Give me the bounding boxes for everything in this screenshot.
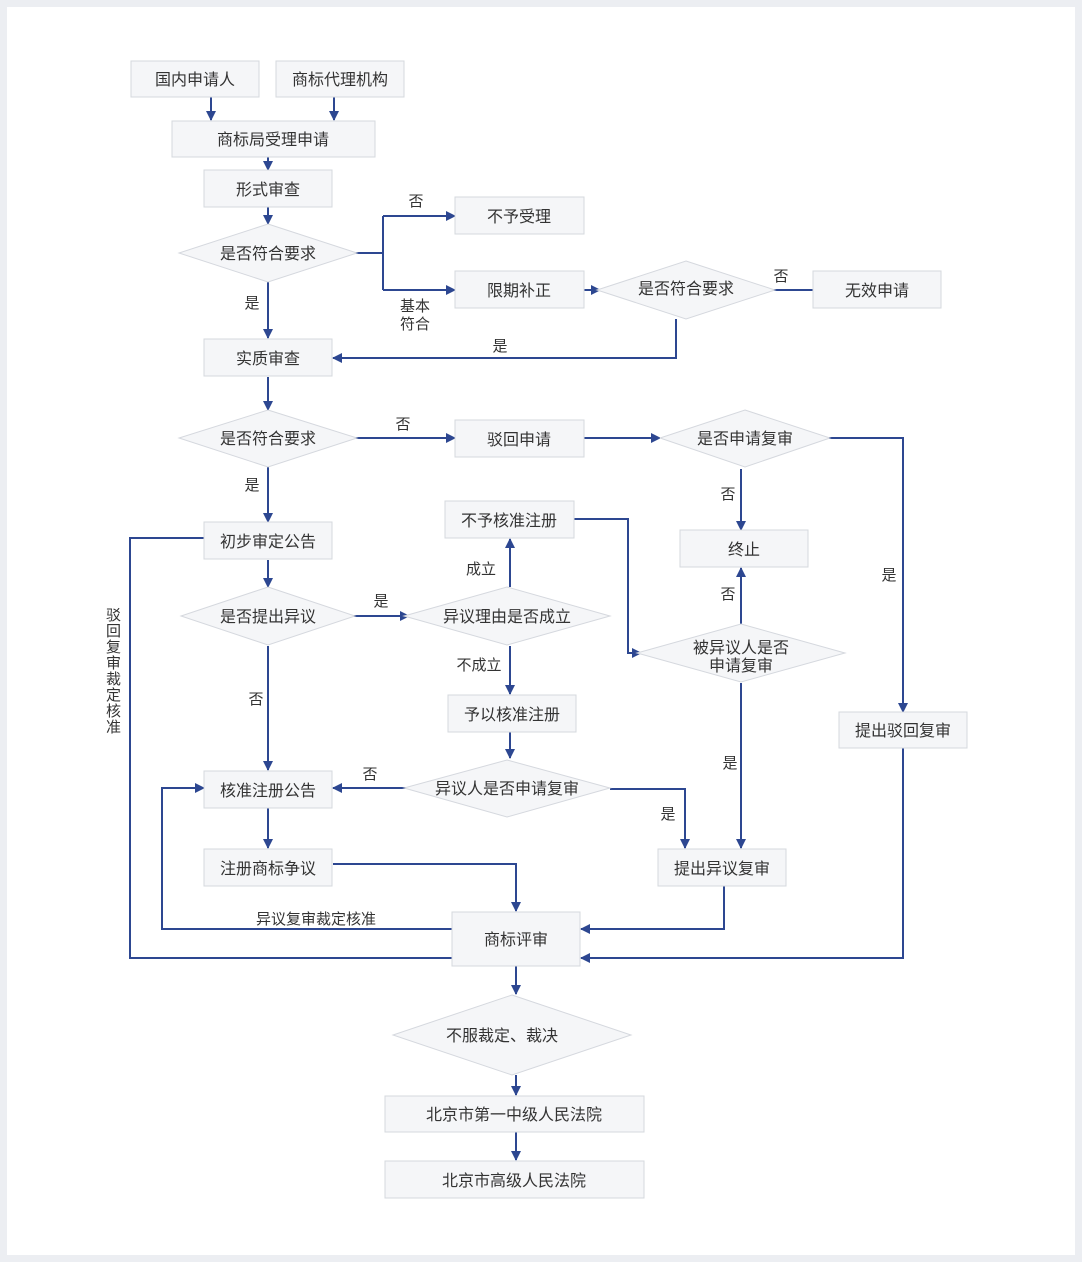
node-label: 提出驳回复审 <box>855 721 951 740</box>
edge-label-no: 否 <box>395 415 410 433</box>
edge-q2-to-substantive <box>332 319 677 363</box>
decision-label: 是否符合要求 <box>220 244 316 263</box>
node-label: 不予受理 <box>487 207 551 226</box>
edge-label-yes: 是 <box>373 592 388 610</box>
node-label: 初步审定公告 <box>220 532 316 551</box>
edge-label-rejection-review-decision: 驳回复审裁定核准 <box>104 607 122 735</box>
edge-not-approved-to-opposed-q <box>574 518 642 658</box>
edge-rejection-review-to-trab <box>580 748 904 963</box>
decision-opposed-party-review: 被异议人是否 申请复审 <box>635 623 847 683</box>
edge-label-yes: 是 <box>492 337 507 355</box>
node-office-accept: 商标局受理申请 <box>171 120 376 158</box>
trademark-process-flowchart: 国内申请人 商标代理机构 商标局受理申请 形式审查 是否符合要求 不予受理 限期… <box>104 60 968 1199</box>
node-label: 商标代理机构 <box>292 70 388 89</box>
decision-label: 异议理由是否成立 <box>443 607 571 626</box>
node-label: 提出异议复审 <box>674 859 770 878</box>
edge-label-yes: 是 <box>244 476 259 494</box>
decision-label: 是否提出异议 <box>220 607 316 626</box>
node-label: 北京市高级人民法院 <box>442 1171 586 1190</box>
edge-label-established: 成立 <box>466 560 496 578</box>
node-terminate: 终止 <box>679 529 809 568</box>
node-label: 限期补正 <box>487 281 551 300</box>
node-trademark-agency: 商标代理机构 <box>275 60 405 98</box>
node-substantive-exam: 实质审查 <box>203 338 333 377</box>
node-label: 实质审查 <box>236 349 300 368</box>
node-registration-dispute: 注册商标争议 <box>203 848 333 887</box>
node-label: 无效申请 <box>845 281 909 300</box>
edge-opposition-review-to-trab <box>580 886 725 934</box>
edge-label-no: 否 <box>408 192 423 210</box>
decision-meets-requirements-1: 是否符合要求 <box>177 223 359 283</box>
edge-dispute-to-trab <box>333 863 521 912</box>
decision-apply-review: 是否申请复审 <box>658 409 832 468</box>
edge-label-yes: 是 <box>660 805 675 823</box>
node-trab-review: 商标评审 <box>451 911 581 967</box>
edge-label-no: 否 <box>248 690 263 708</box>
edge-label-no: 否 <box>773 267 788 285</box>
decision-label: 是否符合要求 <box>638 279 734 298</box>
decision-label-line2: 申请复审 <box>709 656 773 675</box>
edge-label-yes: 是 <box>881 566 896 584</box>
decision-label: 异议人是否申请复审 <box>435 779 579 798</box>
decision-meets-requirements-3: 是否符合要求 <box>177 409 359 468</box>
node-label: 北京市第一中级人民法院 <box>426 1105 602 1124</box>
node-not-approved: 不予核准注册 <box>444 500 575 539</box>
edge-label-no: 否 <box>720 485 735 503</box>
edge-label-opposition-review-decision: 异议复审裁定核准 <box>256 910 376 928</box>
node-court-2: 北京市高级人民法院 <box>384 1160 645 1199</box>
node-label: 终止 <box>728 540 760 559</box>
decision-opposer-review: 异议人是否申请复审 <box>402 759 612 818</box>
decision-opposition-valid: 异议理由是否成立 <box>402 586 612 646</box>
node-rejected: 驳回申请 <box>454 419 585 458</box>
node-label: 商标局受理申请 <box>217 130 329 149</box>
edge-label-not-established: 不成立 <box>456 656 501 674</box>
node-not-accepted: 不予受理 <box>454 196 585 235</box>
node-label: 商标评审 <box>484 930 548 949</box>
node-label: 不予核准注册 <box>461 511 557 530</box>
decision-label: 是否符合要求 <box>220 429 316 448</box>
edge-label-no: 否 <box>720 585 735 603</box>
edge-label-basic-line2: 符合 <box>400 315 430 333</box>
decision-label-line1: 被异议人是否 <box>693 638 789 657</box>
node-label: 核准注册公告 <box>220 781 316 800</box>
node-label: 形式审查 <box>236 180 300 199</box>
edge-trab-to-preliminary <box>129 537 452 959</box>
node-invalid-application: 无效申请 <box>812 270 942 309</box>
flowchart-canvas: 国内申请人 商标代理机构 商标局受理申请 形式审查 是否符合要求 不予受理 限期… <box>7 7 1075 1255</box>
node-rejection-review: 提出驳回复审 <box>838 711 968 749</box>
edge-label-basic-line1: 基本 <box>400 297 430 315</box>
edge-review-q-to-rejection-review <box>829 437 908 713</box>
decision-meets-requirements-2: 是否符合要求 <box>595 260 777 320</box>
node-label: 驳回申请 <box>487 430 551 449</box>
edge-labels: 否 基本 符合 是 否 是 否 是 否 是 是 否 成立 不成立 否 是 否 是… <box>104 192 897 928</box>
node-domestic-applicant: 国内申请人 <box>130 60 260 98</box>
edge-label-no: 否 <box>362 765 377 783</box>
decision-label: 是否申请复审 <box>697 429 793 448</box>
node-court-1: 北京市第一中级人民法院 <box>384 1095 645 1133</box>
decision-disagree: 不服裁定、裁决 <box>391 994 633 1076</box>
decision-label: 不服裁定、裁决 <box>446 1026 558 1045</box>
decision-opposition-raised: 是否提出异议 <box>179 586 357 646</box>
node-approval-notice: 核准注册公告 <box>203 770 333 809</box>
edge-label-yes: 是 <box>244 294 259 312</box>
node-correction: 限期补正 <box>454 270 585 309</box>
node-approve-registration: 予以核准注册 <box>447 694 577 733</box>
node-opposition-review: 提出异议复审 <box>657 848 787 887</box>
edge-opposer-q-to-opposition-review <box>610 788 690 849</box>
edge-trab-to-approval-notice <box>161 783 452 930</box>
node-label: 注册商标争议 <box>220 859 316 878</box>
node-label: 国内申请人 <box>155 70 235 89</box>
node-preliminary-notice: 初步审定公告 <box>203 521 333 560</box>
edges <box>129 97 908 1161</box>
node-formal-exam: 形式审查 <box>203 169 333 208</box>
node-label: 予以核准注册 <box>464 705 560 724</box>
edge-label-yes: 是 <box>722 754 737 772</box>
